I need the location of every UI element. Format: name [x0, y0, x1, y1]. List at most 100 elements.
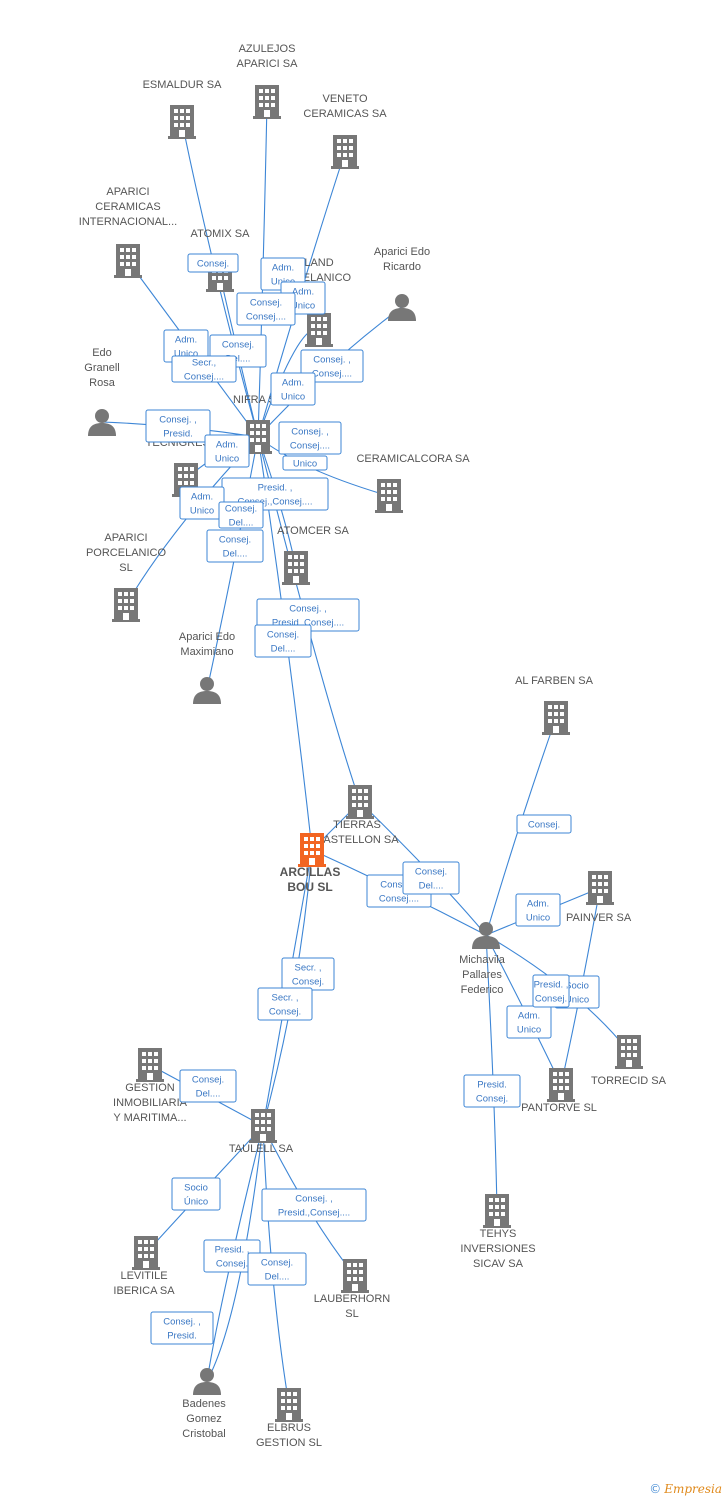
relationship-label[interactable]: Consej.Del....: [254, 624, 312, 658]
relationship-label[interactable]: Consej.: [187, 253, 239, 273]
company-node-atomix[interactable]: ATOMIX SA: [191, 228, 251, 292]
relationship-label[interactable]: Consej.Del....: [179, 1069, 237, 1103]
person-icon: [388, 294, 416, 321]
node-label: ARCILLAS: [280, 865, 341, 879]
building-icon: [114, 244, 142, 278]
relationship-label[interactable]: Consej.Consej....: [236, 292, 296, 326]
node-label: PANTORVE SL: [521, 1102, 597, 1114]
building-icon: [341, 1259, 369, 1293]
relationship-label[interactable]: Consej. ,Consej....: [278, 421, 342, 455]
label-text: Consej.: [216, 1259, 248, 1270]
label-box: [171, 355, 237, 383]
label-text: Socio: [565, 981, 589, 992]
label-text: Del....: [226, 354, 251, 365]
node-label: APARICI SA: [237, 58, 299, 70]
node-label: INMOBILIARIA: [113, 1097, 188, 1109]
relationship-label[interactable]: Secr.,Consej....: [171, 355, 237, 383]
relationship-label[interactable]: Secr. ,Consej.: [281, 957, 335, 991]
company-node-atomcer[interactable]: ATOMCER SA: [277, 525, 350, 585]
person-icon: [193, 1368, 221, 1395]
relationship-label[interactable]: Consej.Del....: [206, 529, 264, 563]
relationship-label[interactable]: Presid. ,Consej.: [532, 974, 570, 1008]
relationship-label[interactable]: Adm.Unico: [515, 893, 561, 927]
label-box: [506, 1005, 552, 1039]
node-label: Cristobal: [182, 1428, 225, 1440]
relationship-label[interactable]: Adm.Unico: [163, 329, 209, 363]
relationship-label[interactable]: Consej.: [516, 814, 572, 834]
label-box: [254, 624, 312, 658]
label-text: Consej.: [267, 630, 299, 641]
node-label: Federico: [461, 984, 504, 996]
label-text: Unico: [291, 301, 315, 312]
node-label: Edo: [92, 347, 112, 359]
relationship-label[interactable]: Adm.Unico: [270, 372, 316, 406]
node-label: Badenes: [182, 1398, 226, 1410]
relationship-label[interactable]: Unico: [282, 455, 328, 471]
label-text: Consej.: [225, 504, 257, 515]
relationship-label[interactable]: Consej.Del....: [218, 501, 264, 529]
relationship-label[interactable]: Consej. ,Presid.,Consej....: [261, 1188, 367, 1222]
relationship-label[interactable]: Consej. ,Presid.: [145, 409, 211, 443]
label-box: [145, 409, 211, 443]
relationship-label[interactable]: Consej. ,Presid.: [150, 1311, 214, 1345]
company-node-al-farben[interactable]: AL FARBEN SA: [515, 675, 594, 735]
label-text: Del....: [265, 1272, 290, 1283]
label-text: Consej.: [261, 1258, 293, 1269]
node-label: PAINVER SA: [566, 912, 632, 924]
relationship-label[interactable]: Consej. ,Consej....: [300, 349, 364, 383]
relationship-label[interactable]: Adm.Unico: [179, 486, 225, 520]
label-text: Consej.: [222, 340, 254, 351]
building-icon: [275, 1388, 303, 1422]
label-text: Consej.: [250, 298, 282, 309]
relationship-label[interactable]: Adm.Unico: [204, 434, 250, 468]
company-node-painver[interactable]: PAINVER SA: [566, 871, 632, 924]
relationship-label[interactable]: Secr. ,Consej.: [257, 987, 313, 1021]
company-node-torrecid[interactable]: TORRECID SA: [591, 1035, 667, 1087]
label-text: Consej.: [292, 977, 324, 988]
building-icon: [542, 701, 570, 735]
label-text: Consej.: [219, 535, 251, 546]
company-node-esmaldur[interactable]: ESMALDUR SA: [143, 79, 223, 139]
company-node-taulell[interactable]: TAULELL SA: [229, 1109, 294, 1155]
label-box: [463, 1074, 521, 1108]
label-text: Unico: [293, 459, 317, 470]
relationship-label[interactable]: Presid.Consej.: [463, 1074, 521, 1108]
relationship-label[interactable]: Consej.Del....: [402, 861, 460, 895]
company-node-pantorve[interactable]: PANTORVE SL: [521, 1068, 597, 1114]
label-box: [257, 987, 313, 1021]
company-node-ceramicalcora[interactable]: CERAMICALCORA SA: [356, 453, 470, 513]
footer-brand[interactable]: ©Empresia: [649, 1482, 722, 1496]
label-text: Consej. ,: [289, 604, 327, 615]
company-node-aparici-ci[interactable]: APARICICERAMICASINTERNACIONAL...: [79, 186, 177, 278]
label-text: Único: [565, 995, 589, 1006]
node-label: Granell: [84, 362, 119, 374]
label-text: Unico: [526, 913, 550, 924]
node-label: CASTELLON SA: [315, 834, 399, 846]
label-box: [532, 974, 570, 1008]
node-label: BOU SL: [287, 880, 332, 894]
building-icon: [249, 1109, 277, 1143]
relationship-label[interactable]: Consej. ,Presid.,Consej....: [256, 598, 360, 632]
relationship-label[interactable]: Adm.Unico: [506, 1005, 552, 1039]
building-icon: [375, 479, 403, 513]
label-box: [218, 501, 264, 529]
building-icon: [331, 135, 359, 169]
relationship-label[interactable]: Consej. Del....: [247, 1252, 307, 1286]
